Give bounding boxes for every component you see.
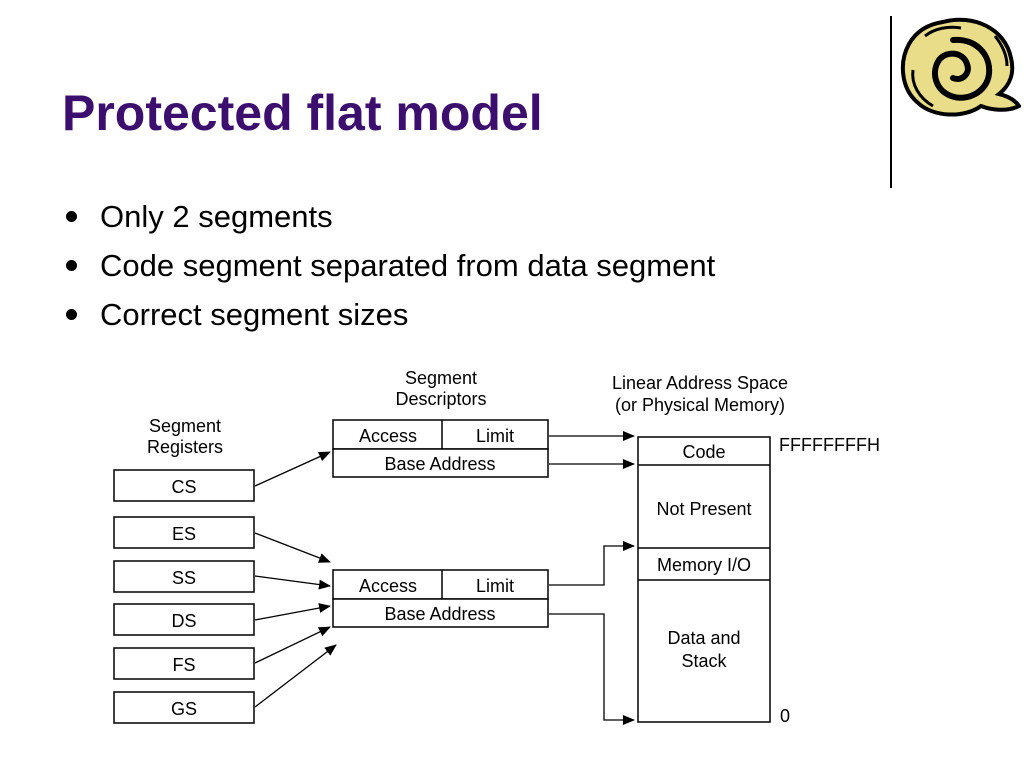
descriptors-header-line2: Descriptors xyxy=(395,389,486,409)
arrow-es-to-data-descriptor xyxy=(254,532,331,563)
bullet-text: Correct segment sizes xyxy=(100,297,409,332)
descriptor-base-address-label: Base Address xyxy=(384,604,495,624)
bullet-dot-icon xyxy=(66,260,77,271)
descriptor-base-address-label: Base Address xyxy=(384,454,495,474)
arrow-cs-to-code-descriptor xyxy=(254,451,331,487)
bullet-item: Code segment separated from data segment xyxy=(62,247,715,296)
bullet-item: Correct segment sizes xyxy=(62,296,715,345)
arrow-fs-to-data-descriptor xyxy=(254,626,331,664)
slide-title: Protected flat model xyxy=(62,85,543,141)
spiral-shell-logo-icon xyxy=(900,17,1021,117)
arrow-data-base-to-address-space xyxy=(549,613,635,725)
segment-register-ds: DS xyxy=(113,603,255,636)
bullet-text: Only 2 segments xyxy=(100,199,333,234)
linear-address-space: Code Not Present Memory I/O Data and Sta… xyxy=(637,436,771,723)
arrow-ds-to-data-descriptor xyxy=(254,603,331,621)
segment-register-fs: FS xyxy=(113,647,255,680)
bullet-dot-icon xyxy=(66,211,77,222)
segment-register-es: ES xyxy=(113,516,255,549)
register-label: GS xyxy=(171,699,197,719)
registers-header-line1: Segment xyxy=(149,416,221,436)
data-segment-descriptor: Access Limit Base Address xyxy=(332,569,549,628)
descriptors-header-line1: Segment xyxy=(405,368,477,388)
address-top-label: FFFFFFFFH xyxy=(779,435,880,455)
address-space-header-line2: (or Physical Memory) xyxy=(615,395,785,415)
arrow-ss-to-data-descriptor xyxy=(254,575,331,590)
register-label: SS xyxy=(172,568,196,588)
register-label: DS xyxy=(171,611,196,631)
memory-region-not-present: Not Present xyxy=(656,499,751,519)
address-bottom-label: 0 xyxy=(780,706,790,726)
memory-region-data-stack-line2: Stack xyxy=(681,651,727,671)
title-divider-line xyxy=(890,16,892,188)
bullet-list: Only 2 segments Code segment separated f… xyxy=(62,198,715,345)
descriptor-limit-label: Limit xyxy=(476,426,514,446)
registers-header-line2: Registers xyxy=(147,437,223,457)
code-segment-descriptor: Access Limit Base Address xyxy=(332,419,549,478)
memory-region-memory-io: Memory I/O xyxy=(657,555,751,575)
memory-region-data-stack-line1: Data and xyxy=(667,628,740,648)
register-label: FS xyxy=(172,655,195,675)
bullet-text: Code segment separated from data segment xyxy=(100,248,716,283)
descriptor-limit-label: Limit xyxy=(476,576,514,596)
arrow-data-limit-to-address-space xyxy=(549,541,635,586)
address-space-header-line1: Linear Address Space xyxy=(612,373,788,393)
register-label: ES xyxy=(172,524,196,544)
bullet-item: Only 2 segments xyxy=(62,198,715,247)
descriptor-access-label: Access xyxy=(359,426,417,446)
memory-region-code: Code xyxy=(682,442,725,462)
segment-register-ss: SS xyxy=(113,560,255,593)
arrow-gs-to-data-descriptor xyxy=(254,644,337,708)
segment-register-gs: GS xyxy=(113,691,255,724)
descriptor-access-label: Access xyxy=(359,576,417,596)
bullet-dot-icon xyxy=(66,309,77,320)
segment-register-cs: CS xyxy=(113,469,255,502)
register-label: CS xyxy=(171,477,196,497)
